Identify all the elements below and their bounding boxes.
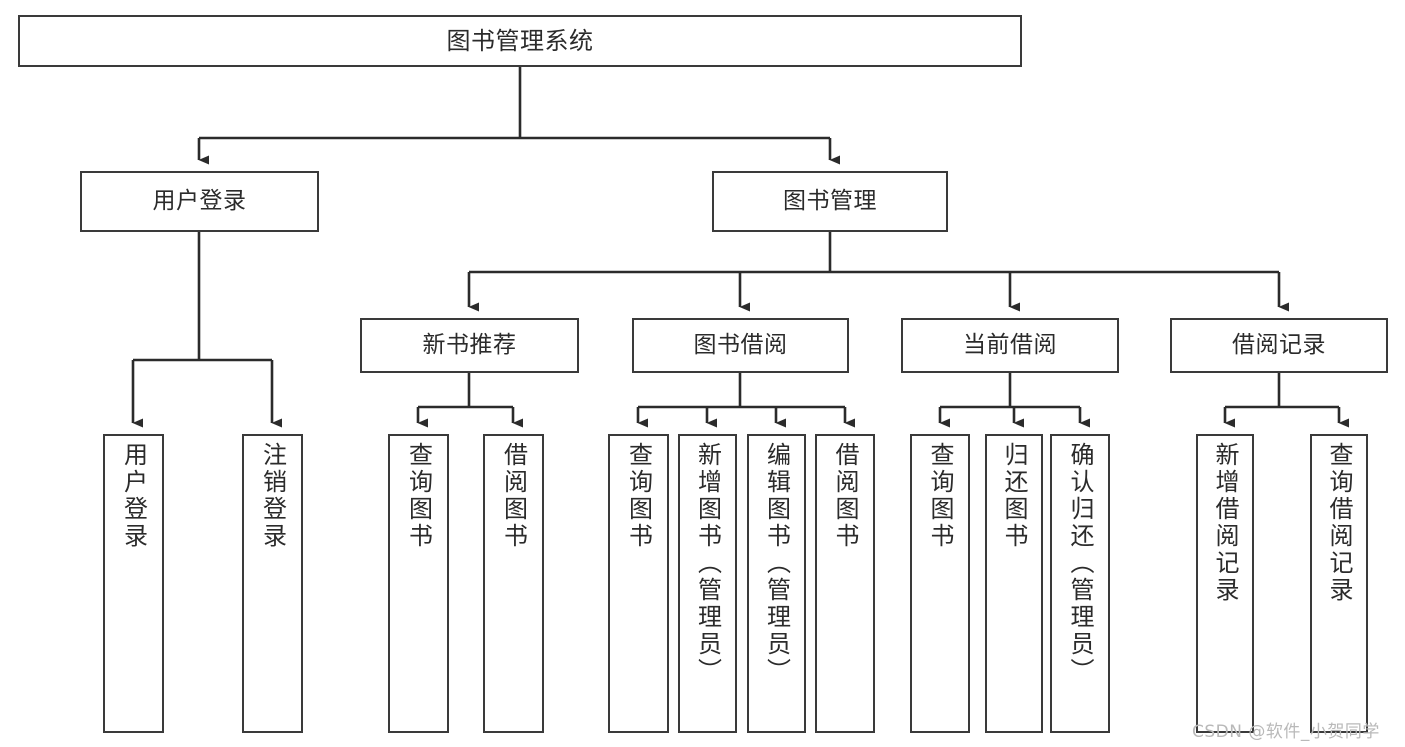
node-label: 查询图书: [404, 442, 433, 550]
node-label: 新书推荐: [422, 331, 517, 358]
node-leaf-query-book-3[interactable]: 查询图书: [910, 434, 970, 733]
node-leaf-borrow-book-1[interactable]: 借阅图书: [483, 434, 544, 733]
node-label: 查询借阅记录: [1325, 442, 1353, 604]
node-label: 注销登录: [258, 442, 287, 550]
node-leaf-borrow-book-2[interactable]: 借阅图书: [815, 434, 875, 733]
node-new-book-recommend[interactable]: 新书推荐: [360, 318, 579, 373]
connector-lines: [131, 67, 1349, 428]
node-current-borrow[interactable]: 当前借阅: [901, 318, 1119, 373]
node-leaf-return-book[interactable]: 归还图书: [985, 434, 1043, 733]
node-book-borrow[interactable]: 图书借阅: [632, 318, 849, 373]
node-label: 借阅图书: [499, 442, 528, 550]
node-label: 归还图书: [1000, 442, 1028, 550]
node-label: 确认归还（管理员）: [1066, 442, 1094, 685]
node-leaf-add-record[interactable]: 新增借阅记录: [1196, 434, 1254, 733]
node-label: 当前借阅: [963, 331, 1057, 358]
node-label: 新增图书（管理员）: [693, 442, 722, 685]
node-label: 图书管理: [783, 187, 877, 214]
node-leaf-edit-book[interactable]: 编辑图书（管理员）: [747, 434, 806, 733]
node-leaf-confirm-return[interactable]: 确认归还（管理员）: [1050, 434, 1110, 733]
node-label: 图书管理系统: [446, 26, 594, 55]
node-label: 查询图书: [624, 442, 653, 550]
node-user-login[interactable]: 用户登录: [80, 171, 319, 232]
node-leaf-query-record[interactable]: 查询借阅记录: [1310, 434, 1368, 733]
node-leaf-logout[interactable]: 注销登录: [242, 434, 303, 733]
node-label: 借阅图书: [831, 442, 859, 550]
node-label: 新增借阅记录: [1211, 442, 1239, 604]
node-leaf-query-book-2[interactable]: 查询图书: [608, 434, 669, 733]
node-label: 用户登录: [119, 442, 148, 550]
node-leaf-user-login[interactable]: 用户登录: [103, 434, 164, 733]
node-label: 查询图书: [926, 442, 954, 550]
node-leaf-query-book-1[interactable]: 查询图书: [388, 434, 449, 733]
node-root-system[interactable]: 图书管理系统: [18, 15, 1022, 67]
node-book-manage[interactable]: 图书管理: [712, 171, 948, 232]
node-borrow-record[interactable]: 借阅记录: [1170, 318, 1388, 373]
node-label: 借阅记录: [1232, 331, 1326, 358]
node-leaf-add-book[interactable]: 新增图书（管理员）: [678, 434, 737, 733]
node-label: 编辑图书（管理员）: [762, 442, 791, 685]
node-label: 图书借阅: [693, 331, 788, 358]
node-label: 用户登录: [152, 187, 247, 214]
